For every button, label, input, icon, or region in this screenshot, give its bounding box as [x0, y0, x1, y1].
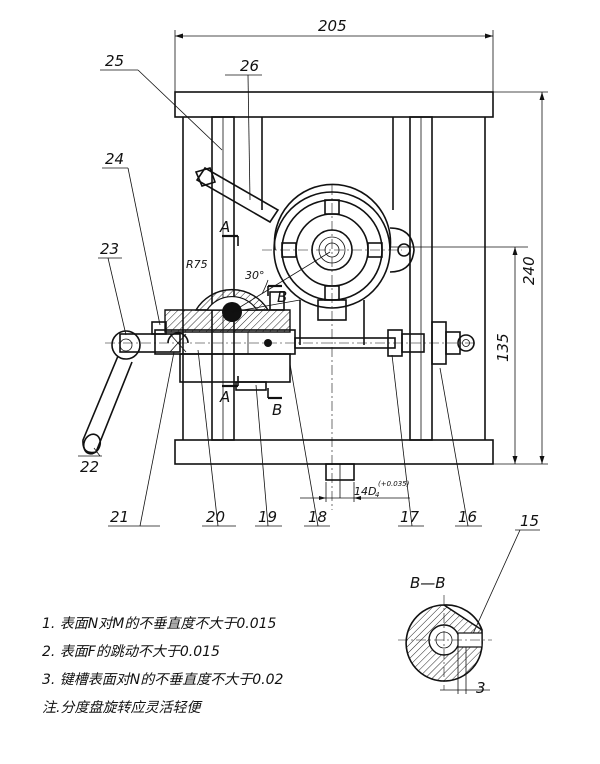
part-20: 20 — [206, 508, 225, 526]
radius-text: R75 — [186, 258, 208, 271]
part-17: 17 — [400, 508, 420, 526]
technical-notes: 1. 表面N对M的不垂直度不大于0.015 2. 表面F的跳动不大于0.015 … — [42, 610, 372, 722]
part-25: 25 — [105, 52, 124, 70]
part-24: 24 — [105, 150, 124, 168]
bore-dimension: 14D 4 (+0.035) — [300, 480, 410, 502]
fixture-frame — [174, 91, 494, 498]
section-markers: A A B B — [219, 218, 287, 419]
part-19: 19 — [258, 508, 277, 526]
height-135-dimension: 135 — [390, 246, 528, 464]
section-b-top: B — [277, 288, 287, 306]
part-18: 18 — [308, 508, 327, 526]
note-3: 3. 键槽表面对N的不垂直度不大于0.02 — [42, 672, 284, 688]
part-15: 15 — [520, 512, 539, 530]
part-22: 22 — [80, 458, 99, 476]
note-1: 1. 表面N对M的不垂直度不大于0.015 — [42, 616, 277, 632]
part-16: 16 — [458, 508, 477, 526]
part-21: 21 — [110, 508, 129, 526]
section-bb-view: B—B 3 — [398, 574, 492, 697]
dim-135-text: 135 — [494, 333, 512, 362]
dim-width-text: 205 — [318, 17, 347, 35]
width-dimension: 205 — [174, 17, 494, 92]
section-a-top: A — [219, 218, 230, 236]
bore-text: 14D — [354, 485, 376, 498]
part-26: 26 — [240, 57, 259, 75]
section-view-title: B—B — [410, 574, 446, 592]
bore-tol-text: (+0.035) — [378, 480, 410, 488]
section-a-bottom: A — [219, 388, 230, 406]
note-4: 注.分度盘旋转应灵活轻便 — [42, 700, 201, 716]
part-23: 23 — [100, 240, 119, 258]
handle-lever — [82, 330, 141, 455]
indexing-pin — [194, 166, 280, 224]
radius-annotation: R75 30° — [186, 251, 331, 313]
indexing-dial — [262, 183, 415, 510]
slot-dim-text: 3 — [476, 679, 486, 697]
bore-sub-text: 4 — [375, 491, 379, 499]
dim-height-text: 240 — [520, 256, 538, 285]
note-2: 2. 表面F的跳动不大于0.015 — [42, 644, 220, 660]
height-dimension: 240 — [493, 91, 548, 465]
part-labels: 25 26 24 23 22 21 20 19 18 17 16 15 — [80, 52, 539, 530]
clamp-body — [151, 289, 291, 391]
leader-lines — [78, 69, 540, 637]
section-b-bottom: B — [272, 401, 282, 419]
angle-text: 30° — [245, 269, 265, 282]
